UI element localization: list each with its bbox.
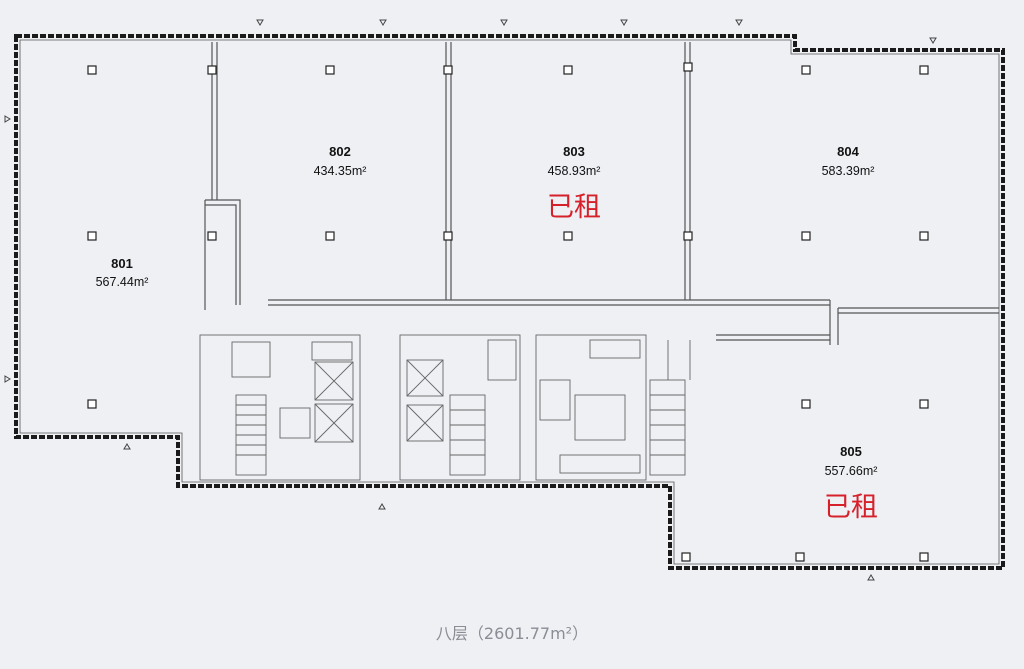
unit-804[interactable]: 804 583.39m²: [822, 144, 875, 178]
building-core: [199, 334, 691, 481]
unit-805[interactable]: 805 557.66m² 已租: [824, 444, 878, 523]
unit-801-area: 567.44m²: [96, 275, 149, 289]
unit-803[interactable]: 803 458.93m² 已租: [547, 144, 601, 223]
unit-805-number: 805: [840, 444, 862, 459]
unit-803-number: 803: [563, 144, 585, 159]
unit-804-number: 804: [837, 144, 859, 159]
unit-802-area: 434.35m²: [314, 164, 367, 178]
unit-801-number: 801: [111, 256, 133, 271]
triangle-markers: [4, 19, 937, 581]
unit-805-area: 557.66m²: [825, 464, 878, 478]
outer-wall-inner-line: [19, 39, 1000, 565]
partition-walls: [204, 42, 999, 345]
unit-803-status: 已租: [547, 192, 601, 223]
structural-columns: [87, 62, 929, 562]
floor-caption: 八层（2601.77m²）: [435, 624, 589, 643]
unit-803-area: 458.93m²: [548, 164, 601, 178]
unit-805-status: 已租: [824, 492, 878, 523]
unit-802-number: 802: [329, 144, 351, 159]
outer-wall: [14, 34, 1005, 570]
unit-802[interactable]: 802 434.35m²: [314, 144, 367, 178]
unit-804-area: 583.39m²: [822, 164, 875, 178]
unit-801[interactable]: 801 567.44m²: [96, 256, 149, 289]
